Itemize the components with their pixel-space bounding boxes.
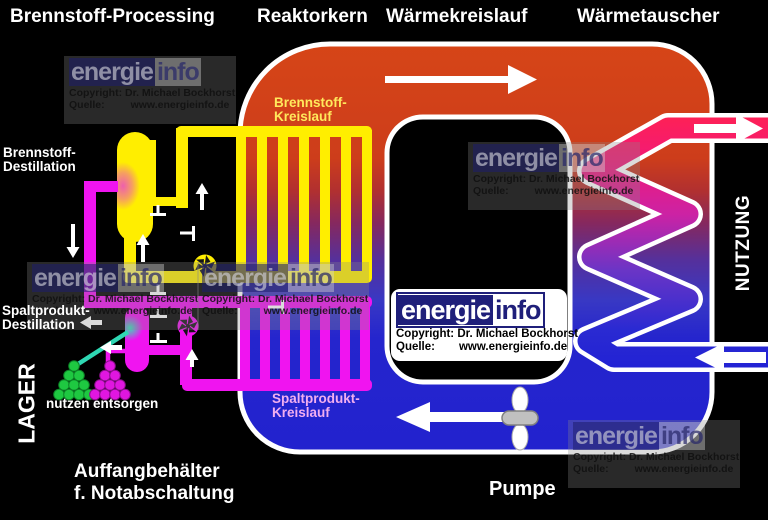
header-heat-exchanger: Wärmetauscher — [577, 6, 720, 27]
storage-balls-reuse — [53, 360, 95, 401]
label-storage: LAGER — [13, 363, 40, 444]
watermark-logo: energie — [473, 144, 559, 172]
flow-arrow-up-1 — [136, 234, 150, 262]
flow-arrow-hot-top — [385, 65, 537, 94]
fan-icon-fission — [177, 315, 199, 337]
brand-copyright: Copyright: Dr. Michael Bockhorst — [396, 328, 579, 340]
flow-arrow-up-2 — [195, 183, 209, 210]
pump-propeller-icon — [501, 386, 539, 451]
flow-arrows — [66, 65, 766, 432]
brand-source: Quelle:www.energieinfo.de — [396, 341, 568, 353]
valve-ticks — [150, 205, 284, 343]
fission-distillation-vessel — [125, 306, 149, 372]
flow-arrow-usage-out — [694, 114, 763, 143]
label-usage: NUTZUNG — [733, 194, 754, 292]
fuel-distillation-vessel — [117, 132, 153, 242]
flow-arrow-down — [66, 224, 80, 258]
label-dispose: entsorgen — [93, 396, 159, 411]
label-fuel-loop: Brennstoff-Kreislauf — [274, 95, 347, 124]
header-fuel-processing: Brennstoff-Processing — [10, 6, 215, 27]
fuel-circuit-pipes — [123, 126, 372, 283]
header-reactor-core: Reaktorkern — [257, 6, 368, 27]
flow-arrow-return-in — [695, 343, 766, 372]
label-fuel-distillation: Brennstoff-Destillation — [3, 145, 76, 174]
flow-arrow-up-3 — [185, 349, 199, 367]
label-fission-distillation: Spaltprodukt-Destillation — [2, 303, 90, 332]
watermark-logo: energie — [573, 422, 659, 450]
watermark-logo: energie — [202, 264, 288, 292]
flow-arrow-dispose — [100, 341, 122, 354]
flow-arrow-reuse — [80, 316, 102, 329]
watermark-logo: energie — [32, 264, 118, 292]
flow-arrow-cold-bottom — [396, 402, 506, 432]
pipe-reuse — [73, 330, 130, 368]
label-reuse: nutzen — [46, 396, 90, 411]
storage-balls-dispose — [89, 360, 131, 401]
label-pump: Pumpe — [489, 478, 556, 500]
heat-exchanger-zigzag — [573, 113, 768, 372]
label-fission-loop: Spaltprodukt-Kreislauf — [272, 391, 360, 420]
watermark-logo: energie — [69, 58, 155, 86]
header-heat-loop: Wärmekreislauf — [386, 6, 528, 27]
